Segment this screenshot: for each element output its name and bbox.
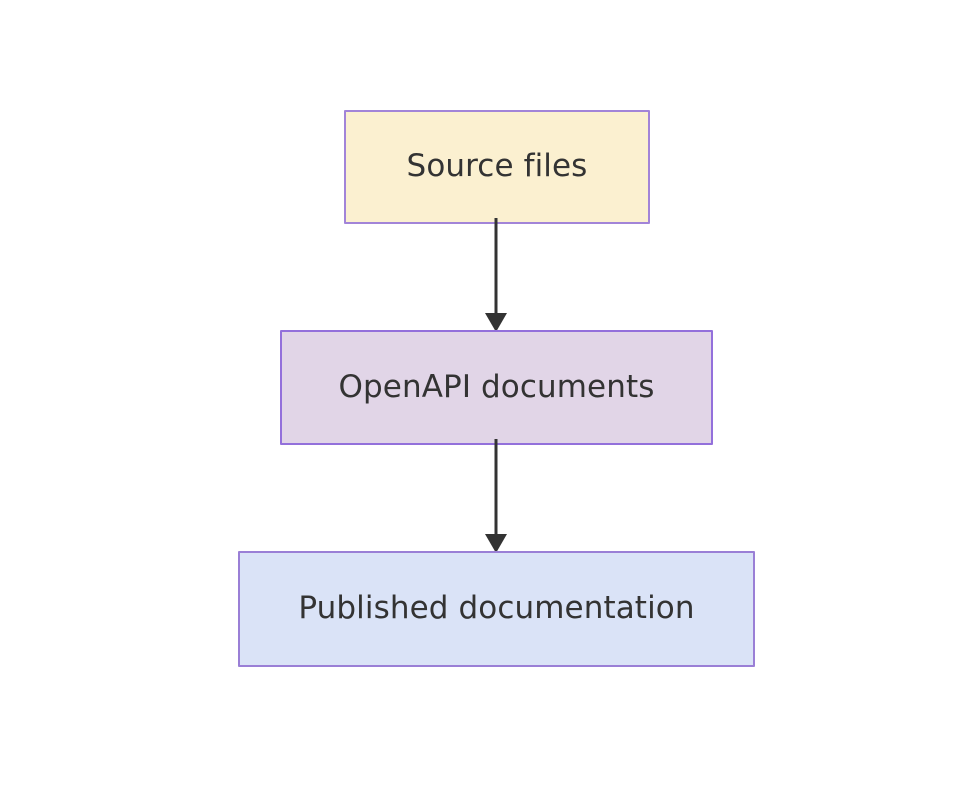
flowchart-node-published-documentation[interactable]: Published documentation	[238, 551, 755, 667]
flowchart-edge-source-to-openapi	[485, 218, 507, 332]
node-label-openapi-documents: OpenAPI documents	[338, 368, 655, 405]
flowchart-node-source-files[interactable]: Source files	[344, 110, 650, 224]
node-label-published-documentation: Published documentation	[298, 590, 695, 627]
arrowhead-icon	[485, 534, 507, 553]
arrowhead-icon	[485, 313, 507, 332]
flowchart-edge-openapi-to-published	[485, 439, 507, 553]
node-label-source-files: Source files	[406, 148, 588, 185]
flowchart-node-openapi-documents[interactable]: OpenAPI documents	[280, 330, 713, 445]
